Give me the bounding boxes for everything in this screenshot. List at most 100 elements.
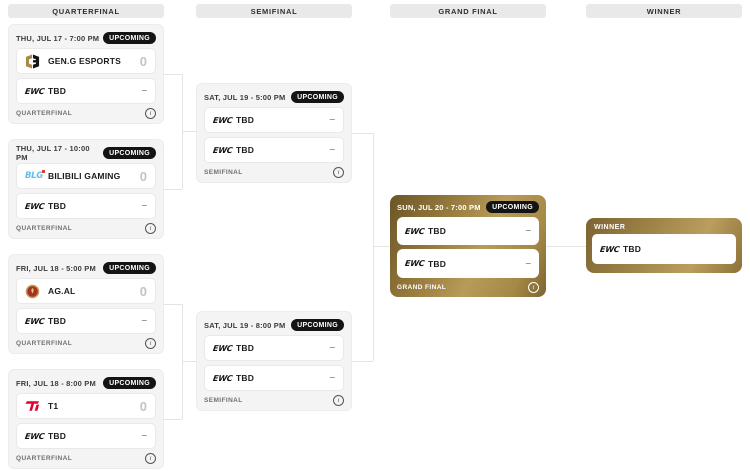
round-label: SEMIFINAL xyxy=(204,168,243,176)
match-datetime: FRI, JUL 18 - 8:00 PM xyxy=(16,378,96,388)
bracket-connector xyxy=(164,419,182,420)
blg-logo-icon: BLG xyxy=(25,170,45,181)
upcoming-badge: UPCOMING xyxy=(103,147,156,159)
team-score: – xyxy=(141,200,147,211)
geng-logo-icon xyxy=(25,53,43,69)
team-score: – xyxy=(329,342,335,353)
upcoming-badge: UPCOMING xyxy=(103,262,156,274)
column-header-winner: WINNER xyxy=(586,4,742,18)
team-score: – xyxy=(329,114,335,125)
team-score: 0 xyxy=(139,53,147,69)
team-slot-blg[interactable]: BLG BILIBILI GAMING 0 xyxy=(16,163,156,189)
team-slot-tbd[interactable]: EWC TBD – xyxy=(204,335,344,361)
info-icon[interactable]: i xyxy=(333,394,344,406)
info-icon[interactable]: i xyxy=(145,452,156,464)
team-slot-geng[interactable]: GEN.G ESPORTS 0 xyxy=(16,48,156,74)
match-card-quarterfinal-3[interactable]: FRI, JUL 18 - 5:00 PM UPCOMING AG.AL 0 E… xyxy=(8,254,164,354)
bracket-connector xyxy=(352,133,373,134)
team-name: TBD xyxy=(48,86,67,96)
round-label: QUARTERFINAL xyxy=(16,339,73,347)
team-score: – xyxy=(141,315,147,326)
match-card-semifinal-2[interactable]: SAT, JUL 19 - 8:00 PM UPCOMING EWC TBD –… xyxy=(196,311,352,411)
round-label: SEMIFINAL xyxy=(204,396,243,404)
ewc-logo-icon: EWC xyxy=(404,226,425,236)
winner-team-slot[interactable]: EWC TBD xyxy=(592,234,736,264)
match-card-quarterfinal-4[interactable]: FRI, JUL 18 - 8:00 PM UPCOMING T1 0 EWC … xyxy=(8,369,164,469)
match-datetime: SUN, JUL 20 - 7:00 PM xyxy=(397,202,481,212)
ewc-logo-icon: EWC xyxy=(24,431,45,441)
match-card-grand-final[interactable]: SUN, JUL 20 - 7:00 PM UPCOMING EWC TBD –… xyxy=(390,195,546,297)
team-slot-t1[interactable]: T1 0 xyxy=(16,393,156,419)
match-datetime: SAT, JUL 19 - 8:00 PM xyxy=(204,320,286,330)
upcoming-badge: UPCOMING xyxy=(291,319,344,331)
team-name: TBD xyxy=(623,244,642,254)
winner-card[interactable]: WINNER EWC TBD xyxy=(586,218,742,273)
bracket-connector xyxy=(182,361,196,362)
team-name: TBD xyxy=(428,258,447,269)
ewc-logo-icon: EWC xyxy=(24,86,45,96)
ewc-logo-icon: EWC xyxy=(212,343,233,353)
column-header-quarterfinal: QUARTERFINAL xyxy=(8,4,164,18)
bracket-connector xyxy=(373,133,374,361)
bracket-connector xyxy=(182,131,196,132)
match-datetime: SAT, JUL 19 - 5:00 PM xyxy=(204,92,286,102)
team-slot-tbd[interactable]: EWC TBD – xyxy=(397,216,539,246)
ewc-logo-icon: EWC xyxy=(212,115,233,125)
team-name: AG.AL xyxy=(48,286,76,296)
team-slot-tbd[interactable]: EWC TBD – xyxy=(16,193,156,219)
ewc-logo-icon: EWC xyxy=(404,259,425,269)
ewc-logo-icon: EWC xyxy=(212,373,233,383)
bracket-connector xyxy=(352,361,373,362)
bracket-connector xyxy=(546,246,586,247)
match-card-quarterfinal-1[interactable]: THU, JUL 17 - 7:00 PM UPCOMING GEN.G ESP… xyxy=(8,24,164,124)
team-slot-agal[interactable]: AG.AL 0 xyxy=(16,278,156,304)
team-name: TBD xyxy=(428,226,447,237)
team-score: – xyxy=(525,225,531,237)
round-label: QUARTERFINAL xyxy=(16,109,73,117)
team-score: 0 xyxy=(139,398,147,414)
bracket-connector xyxy=(164,74,182,75)
match-card-semifinal-1[interactable]: SAT, JUL 19 - 5:00 PM UPCOMING EWC TBD –… xyxy=(196,83,352,183)
upcoming-badge: UPCOMING xyxy=(291,91,344,103)
upcoming-badge: UPCOMING xyxy=(103,377,156,389)
column-header-grand-final: GRAND FINAL xyxy=(390,4,546,18)
ewc-logo-icon: EWC xyxy=(599,244,620,254)
match-card-quarterfinal-2[interactable]: THU, JUL 17 - 10:00 PM UPCOMING BLG BILI… xyxy=(8,139,164,239)
round-label: GRAND FINAL xyxy=(397,283,447,291)
column-header-semifinal: SEMIFINAL xyxy=(196,4,352,18)
info-icon[interactable]: i xyxy=(145,222,156,234)
bracket-connector xyxy=(373,246,390,247)
ewc-logo-icon: EWC xyxy=(24,201,45,211)
team-slot-tbd[interactable]: EWC TBD – xyxy=(204,137,344,163)
agal-logo-icon xyxy=(25,283,43,299)
team-name: TBD xyxy=(48,201,67,211)
info-icon[interactable]: i xyxy=(145,337,156,349)
round-label: QUARTERFINAL xyxy=(16,454,73,462)
team-name: TBD xyxy=(236,145,255,155)
team-score: 0 xyxy=(139,283,147,299)
ewc-logo-icon: EWC xyxy=(212,145,233,155)
upcoming-badge: UPCOMING xyxy=(486,201,539,214)
team-slot-tbd[interactable]: EWC TBD – xyxy=(397,249,539,278)
upcoming-badge: UPCOMING xyxy=(103,32,156,44)
team-slot-tbd[interactable]: EWC TBD – xyxy=(204,365,344,391)
info-icon[interactable]: i xyxy=(333,166,344,178)
team-name: BILIBILI GAMING xyxy=(48,171,121,181)
team-slot-tbd[interactable]: EWC TBD – xyxy=(16,423,156,449)
team-name: T1 xyxy=(48,401,59,411)
team-score: – xyxy=(141,430,147,441)
team-slot-tbd[interactable]: EWC TBD – xyxy=(16,78,156,104)
team-slot-tbd[interactable]: EWC TBD – xyxy=(204,107,344,133)
info-icon[interactable]: i xyxy=(528,281,539,293)
t1-logo-icon xyxy=(25,398,43,414)
team-slot-tbd[interactable]: EWC TBD – xyxy=(16,308,156,334)
team-name: GEN.G ESPORTS xyxy=(48,56,121,66)
team-name: TBD xyxy=(236,373,255,383)
match-datetime: FRI, JUL 18 - 5:00 PM xyxy=(16,263,96,273)
bracket-connector xyxy=(164,189,182,190)
team-name: TBD xyxy=(236,115,255,125)
team-score: – xyxy=(525,257,531,269)
team-score: – xyxy=(141,85,147,96)
info-icon[interactable]: i xyxy=(145,107,156,119)
